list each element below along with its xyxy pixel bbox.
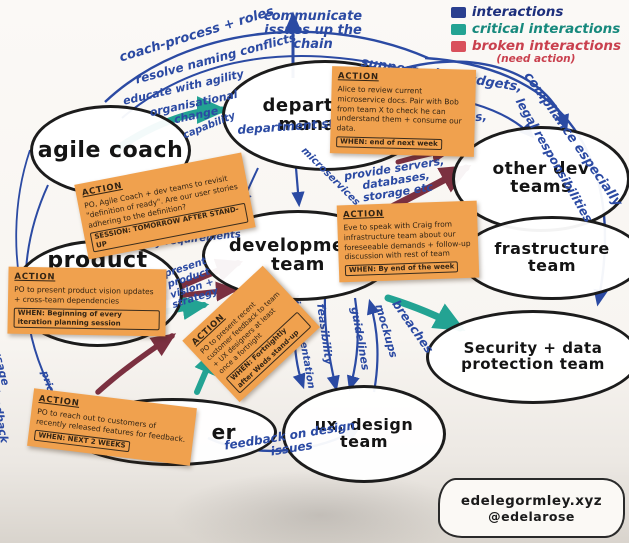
legend-item-interactions: interactions <box>450 4 621 20</box>
team-label: other dev teams <box>492 159 590 197</box>
note-when: WHEN: end of next week <box>336 136 442 150</box>
note-heading: ACTION <box>14 271 56 283</box>
arrow-mockups-up <box>366 298 380 393</box>
team-label: development team <box>228 234 368 275</box>
oval-ux-design-team: ux, design team <box>282 385 446 483</box>
note-when: WHEN: Beginning of every iteration plann… <box>13 307 160 331</box>
legend: interactions critical interactions broke… <box>450 4 621 65</box>
legend-label: broken interactions <box>471 38 621 54</box>
team-label: product <box>47 248 148 273</box>
team-label: er <box>211 419 236 444</box>
arc-coach-inner <box>121 55 399 119</box>
arc-coach-process <box>104 30 429 103</box>
team-label: frastructure team <box>494 239 610 275</box>
broken-interactions-swatch-icon <box>450 40 466 52</box>
arrow-feasibility <box>323 296 340 392</box>
interactions-swatch-icon <box>450 6 466 18</box>
legend-label: critical interactions <box>471 21 621 37</box>
signature-handle: @edelarose <box>488 508 575 524</box>
note-body: Eve to speak with Craig from infrastruct… <box>343 219 471 262</box>
signature-card: edelegormley.xyz @edelarose <box>438 478 625 538</box>
sticky-note-alice-microservice-docs: ACTION Alice to review current microserv… <box>329 66 477 157</box>
team-label: agile coach <box>37 137 184 163</box>
legend-item-broken-interactions: broken interactions <box>450 38 621 54</box>
arrow-guidelines <box>346 297 360 392</box>
legend-item-critical-interactions: critical interactions <box>450 21 621 37</box>
arrow-customer-product <box>95 333 177 395</box>
arrow-dept-dev <box>291 167 305 208</box>
oval-infrastructure-team: frastructure team <box>460 216 629 300</box>
legend-sublabel: (need action) <box>496 53 576 65</box>
oval-security-data-protection-team: Security + data protection team <box>426 310 629 404</box>
sticky-note-product-vision-updates: ACTION PO to present product vision upda… <box>7 266 167 337</box>
sticky-note-eve-infrastructure: ACTION Eve to speak with Craig from infr… <box>336 200 480 283</box>
signature-site: edelegormley.xyz <box>460 492 603 509</box>
note-heading: ACTION <box>337 71 379 83</box>
legend-label: interactions <box>471 4 564 20</box>
photo-shadow <box>170 470 470 543</box>
note-when: WHEN: By end of the week <box>344 261 459 277</box>
critical-interactions-swatch-icon <box>450 23 466 35</box>
note-body: PO to present product vision updates + c… <box>13 284 154 306</box>
note-body: Alice to review current microservice doc… <box>336 84 462 133</box>
team-label: Security + data protection team <box>461 339 605 373</box>
